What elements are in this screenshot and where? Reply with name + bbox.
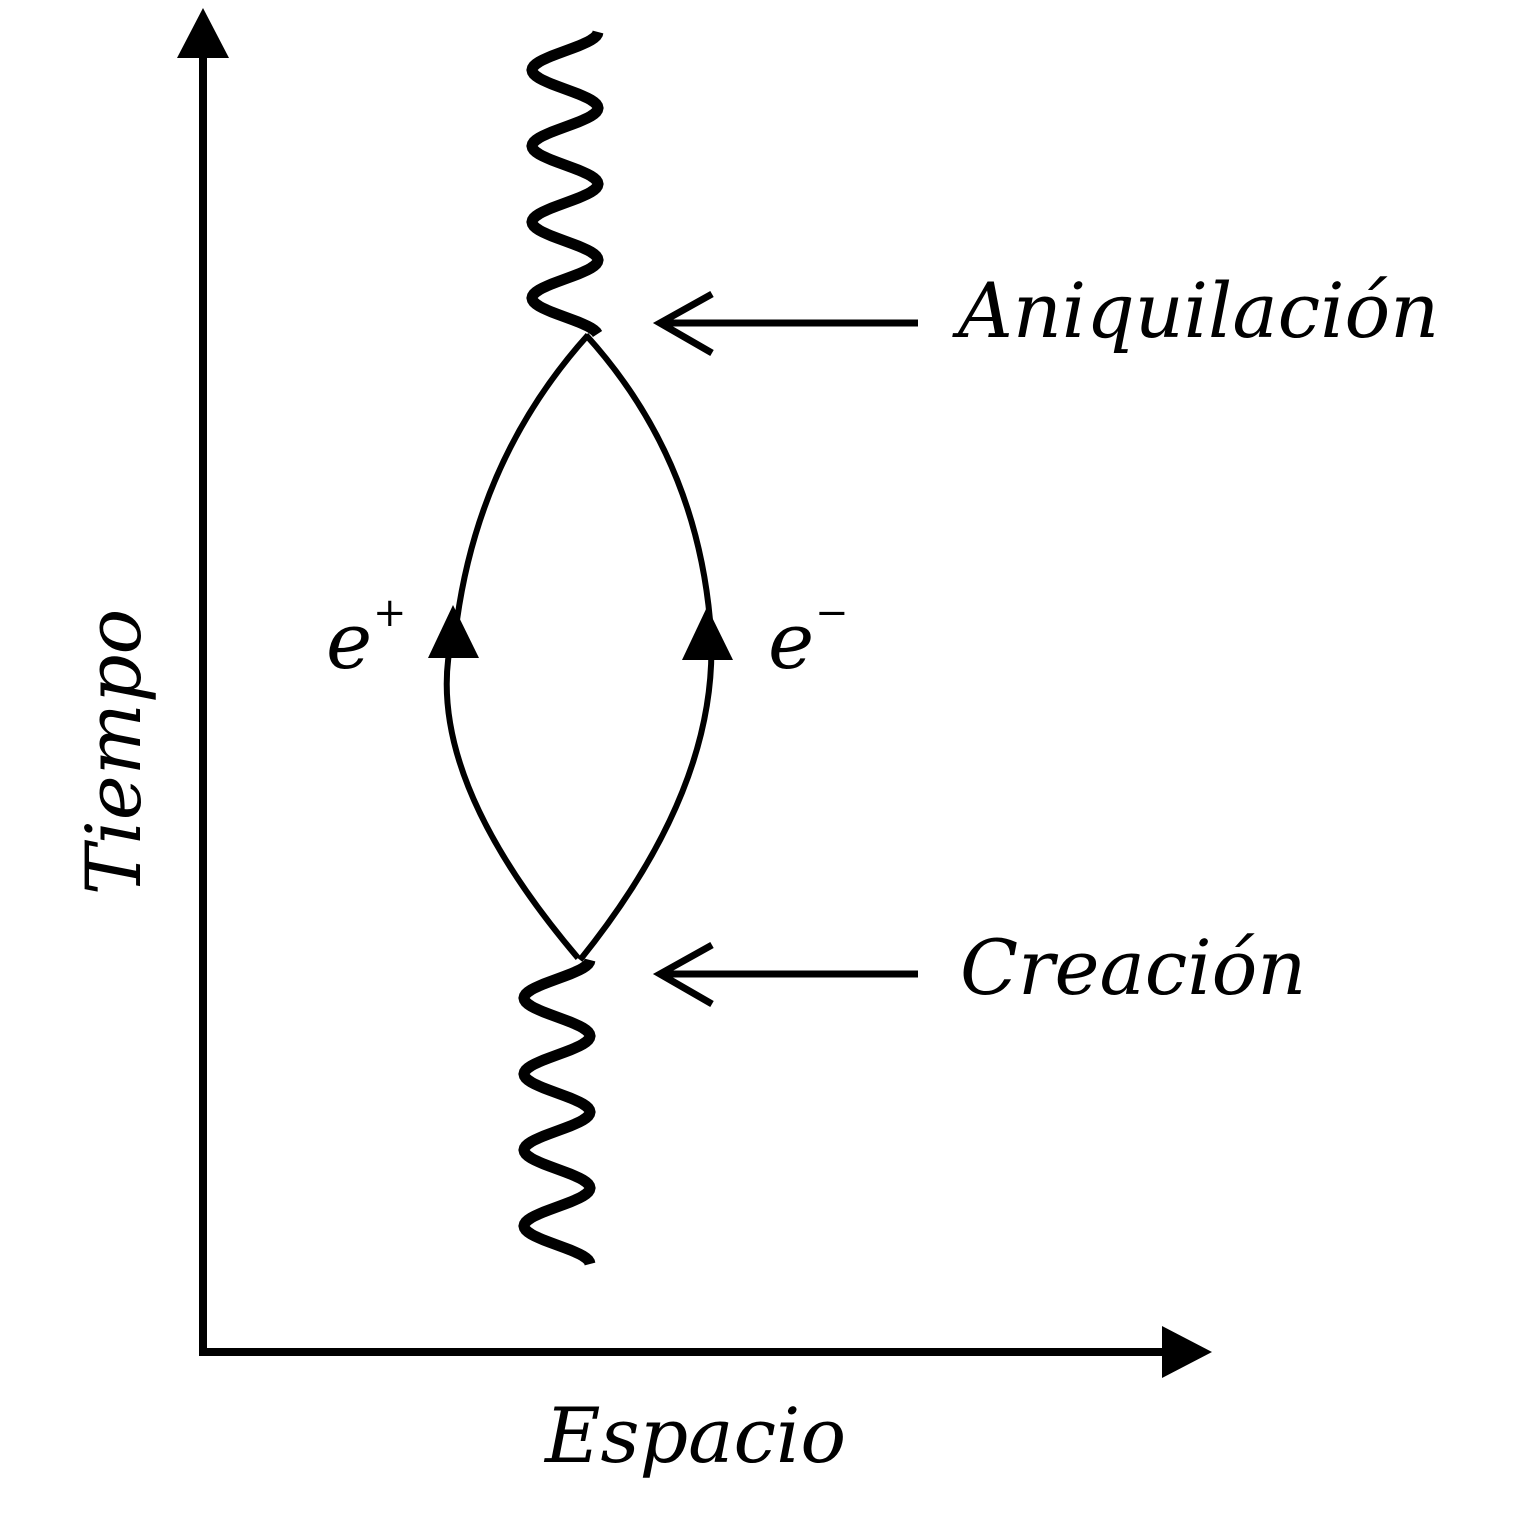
electron-charge: − [815,590,849,636]
positron-charge: + [373,590,407,636]
annihilation-label: Aniquilación [952,266,1439,355]
time-axis-label: Tiempo [69,609,158,895]
electron-symbol: e [768,597,814,687]
positron-label: e + [326,590,407,687]
positron-symbol: e [326,597,372,687]
space-axis-arrowhead [1162,1326,1212,1378]
outgoing-photon-line [526,30,604,337]
time-axis-arrowhead [177,8,229,58]
electron-arrow [682,607,733,660]
creation-label: Creación [960,923,1306,1012]
axes [177,8,1212,1378]
incoming-photon-line [518,958,596,1266]
positron-arrow [428,605,479,658]
space-axis-label: Espacio [543,1391,846,1480]
electron-label: e − [768,590,849,687]
annihilation-pointer [652,290,918,357]
creation-pointer [652,941,918,1008]
